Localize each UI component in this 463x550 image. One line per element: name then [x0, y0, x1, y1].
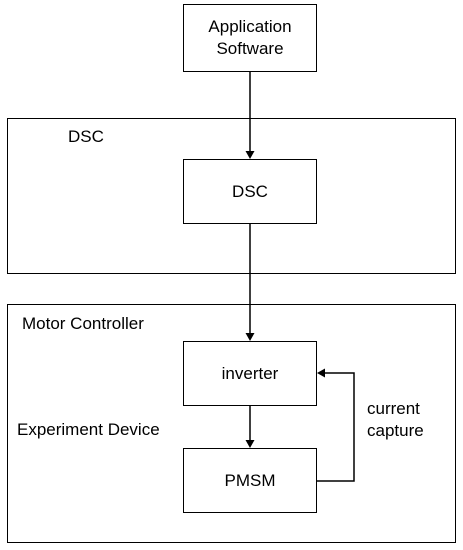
current-capture-feedback-loop	[317, 372, 355, 482]
application-software-label: Application Software	[208, 17, 292, 58]
pmsm-node: PMSM	[183, 448, 317, 513]
application-software-node: Application Software	[183, 4, 317, 72]
dsc-to-inverter-arrowhead	[245, 333, 255, 341]
current-capture-feedback-arrowhead	[317, 368, 325, 378]
dsc-node: DSC	[183, 159, 317, 224]
inverter-to-pmsm-arrowhead	[245, 440, 255, 448]
app-to-dsc-arrowhead	[245, 151, 255, 159]
inverter-label: inverter	[221, 363, 279, 383]
pmsm-label: PMSM	[224, 470, 276, 490]
current-capture-label: current capture	[367, 399, 424, 440]
dsc-node-label: DSC	[232, 181, 268, 201]
motor-controller-label: Motor Controller	[22, 314, 144, 333]
experiment-device-label: Experiment Device	[17, 420, 160, 439]
inverter-node: inverter	[183, 341, 317, 406]
dsc-group-label: DSC	[68, 127, 104, 146]
